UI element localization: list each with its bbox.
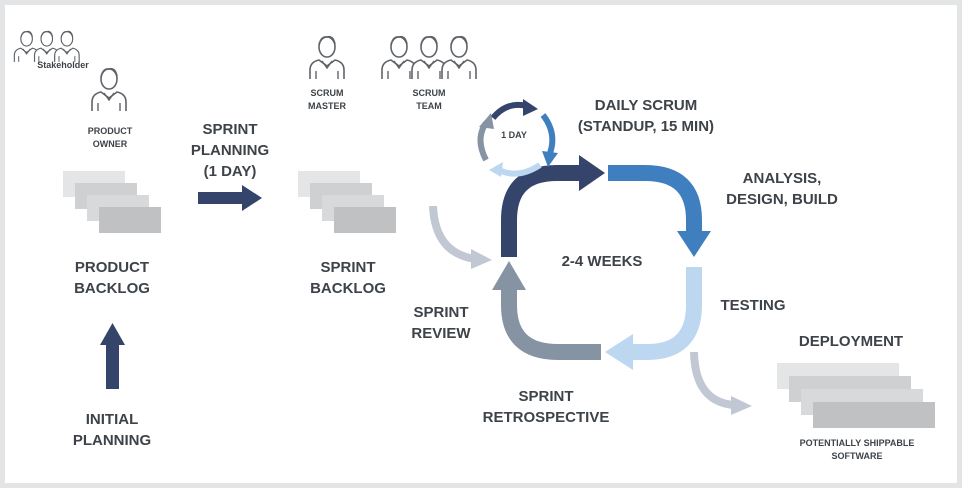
daily-scrum-label: DAILY SCRUM (STANDUP, 15 MIN) — [561, 95, 731, 137]
product-backlog-label: PRODUCT BACKLOG — [57, 257, 167, 299]
sprint-backlog-line1: SPRINT — [320, 259, 376, 276]
scrum-master-line2: MASTER — [308, 101, 346, 111]
deployment-caption: POTENTIALLY SHIPPABLE SOFTWARE — [777, 437, 937, 463]
stakeholder-label: Stakeholder — [37, 60, 89, 70]
stakeholder-group-icon — [13, 30, 80, 63]
daily-scrum-line1: DAILY SCRUM — [594, 97, 698, 114]
deployment-caption-line1: POTENTIALLY SHIPPABLE — [799, 438, 915, 448]
scrum-master-line1: SCRUM — [310, 88, 344, 98]
scrum-team-label: SCRUM TEAM — [401, 87, 457, 113]
sprint-review-line1: SPRINT — [413, 304, 469, 321]
deployment-arrow-icon — [690, 351, 752, 415]
deployment-label: DEPLOYMENT — [798, 333, 904, 350]
product-owner-line1: PRODUCT — [87, 126, 133, 136]
scrum-team-icon — [381, 35, 477, 80]
daily-scrum-line2: (STANDUP, 15 MIN) — [577, 118, 715, 135]
sprint-entry-arrow-icon — [429, 205, 492, 269]
product-owner-line2: OWNER — [92, 139, 128, 149]
deployment-stack — [777, 363, 935, 428]
sprint-planning-arrow-icon — [198, 185, 262, 211]
daily-cycle-arrows — [477, 99, 558, 177]
sprint-planning-line3: (1 DAY) — [203, 163, 257, 180]
sprint-retrospective-label: SPRINT RETROSPECTIVE — [471, 386, 621, 428]
initial-planning-arrow-icon — [100, 323, 125, 389]
scrum-master-icon — [309, 35, 345, 80]
analysis-line1: ANALYSIS, — [742, 170, 822, 187]
sprint-retrospective-line2: RETROSPECTIVE — [482, 409, 610, 426]
product-owner-label: PRODUCT OWNER — [75, 125, 145, 151]
daily-cycle-label: 1 DAY — [501, 130, 527, 140]
product-owner-icon — [91, 67, 127, 112]
sprint-duration-label: 2-4 WEEKS — [561, 253, 643, 270]
scrum-team-line2: TEAM — [416, 101, 442, 111]
sprint-planning-line1: SPRINT — [202, 121, 258, 138]
sprint-backlog-line2: BACKLOG — [310, 280, 386, 297]
initial-planning-line1: INITIAL — [85, 411, 139, 428]
sprint-backlog-label: SPRINT BACKLOG — [293, 257, 403, 299]
scrum-master-label: SCRUM MASTER — [297, 87, 357, 113]
sprint-review-line2: REVIEW — [411, 325, 471, 342]
sprint-planning-label: SPRINT PLANNING (1 DAY) — [185, 119, 275, 182]
sprint-cycle-arrows — [492, 155, 711, 370]
testing-label: TESTING — [720, 297, 786, 314]
deployment-caption-line2: SOFTWARE — [831, 451, 883, 461]
analysis-label: ANALYSIS, DESIGN, BUILD — [717, 168, 847, 210]
initial-planning-label: INITIAL PLANNING — [57, 409, 167, 451]
product-backlog-stack — [63, 171, 161, 233]
sprint-review-label: SPRINT REVIEW — [401, 302, 481, 344]
product-backlog-line1: PRODUCT — [74, 259, 150, 276]
sprint-retrospective-line1: SPRINT — [518, 388, 574, 405]
diagram-canvas — [13, 30, 935, 428]
product-backlog-line2: BACKLOG — [74, 280, 150, 297]
sprint-backlog-stack — [298, 171, 396, 233]
scrum-team-line1: SCRUM — [412, 88, 446, 98]
initial-planning-line2: PLANNING — [72, 432, 152, 449]
sprint-planning-line2: PLANNING — [190, 142, 270, 159]
analysis-line2: DESIGN, BUILD — [726, 191, 838, 208]
